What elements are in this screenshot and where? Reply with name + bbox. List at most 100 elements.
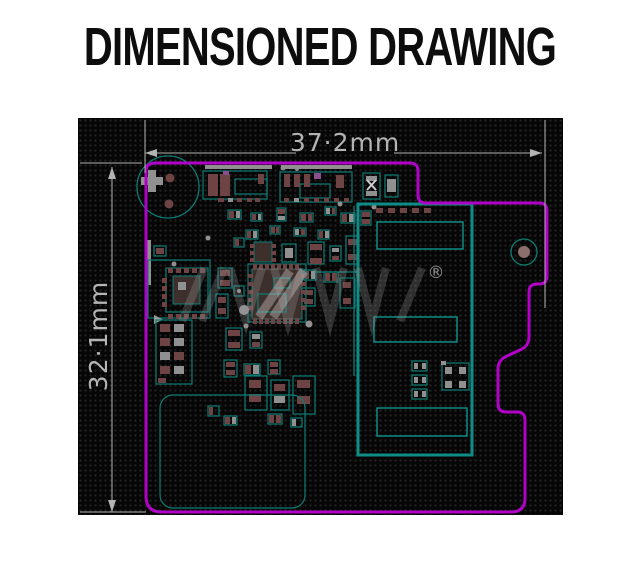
chip-body <box>253 241 273 263</box>
pad <box>272 251 276 255</box>
pad <box>160 338 170 346</box>
pad <box>422 377 426 383</box>
watermark-stroke <box>354 266 390 337</box>
pad <box>304 299 313 304</box>
pad <box>459 367 466 374</box>
component-outline <box>276 207 287 222</box>
pad <box>459 381 466 388</box>
pad <box>235 239 239 246</box>
dimension-annotations: 37·2mm 32·1mm <box>80 120 546 513</box>
pad <box>162 302 167 307</box>
component-outline <box>340 212 356 224</box>
pad <box>162 286 167 291</box>
via <box>280 165 286 171</box>
via <box>205 235 211 241</box>
pad-round <box>165 173 175 183</box>
pad <box>265 318 269 324</box>
pad <box>342 214 347 222</box>
pad <box>237 198 242 202</box>
pad <box>283 318 287 324</box>
watermark-stroke <box>226 266 266 335</box>
pad <box>304 290 313 295</box>
component-outline <box>233 237 245 248</box>
pad <box>445 367 452 374</box>
pad <box>226 370 235 375</box>
watermark-stroke <box>396 266 426 323</box>
pad <box>343 282 351 288</box>
pad <box>387 179 396 192</box>
component-outline <box>290 417 303 428</box>
pad <box>326 208 330 214</box>
pad <box>414 377 418 383</box>
pad <box>220 270 230 276</box>
component-outline <box>155 319 193 385</box>
pad <box>324 198 329 202</box>
pad <box>332 256 339 260</box>
pad <box>325 273 330 281</box>
pad <box>272 258 276 262</box>
component-outline <box>215 293 229 319</box>
pad <box>252 214 256 220</box>
pad <box>297 380 310 388</box>
pad <box>174 324 184 332</box>
pad <box>225 417 230 424</box>
pad <box>310 258 322 264</box>
x-marking <box>366 179 377 191</box>
pad <box>158 378 166 383</box>
pad <box>174 366 184 374</box>
pad <box>156 248 164 254</box>
component-outline <box>217 267 233 289</box>
pad <box>218 308 226 314</box>
pad <box>414 363 418 369</box>
pad <box>255 198 260 202</box>
watermark-stroke <box>178 266 208 323</box>
pad <box>283 264 287 270</box>
silkscreen-bar <box>147 240 151 285</box>
pad <box>400 208 407 213</box>
pad <box>304 174 310 187</box>
pad <box>362 219 370 224</box>
bottom-module-outline <box>159 394 306 509</box>
pad <box>422 391 426 397</box>
pad <box>289 264 293 270</box>
via <box>295 167 299 171</box>
pad <box>414 391 418 397</box>
component-outline <box>411 360 428 372</box>
pad <box>295 229 299 235</box>
pad <box>162 278 167 283</box>
pad <box>310 244 322 250</box>
pad <box>252 342 260 347</box>
mounting-hole-ring <box>510 238 538 266</box>
pad <box>228 198 233 202</box>
pad <box>276 227 279 233</box>
pad <box>308 214 312 221</box>
pad <box>228 342 240 348</box>
component-outline <box>234 178 268 195</box>
silkscreen-bar <box>281 165 352 169</box>
watermark-stroke <box>270 266 306 337</box>
component-outline <box>299 212 314 223</box>
pad <box>218 198 224 202</box>
pad <box>269 415 274 423</box>
pad <box>441 361 446 365</box>
pad <box>253 231 257 238</box>
pad <box>250 251 254 255</box>
height-arrow-top <box>108 167 116 179</box>
component-outline <box>329 245 342 262</box>
pad <box>174 338 184 346</box>
component-outline <box>244 375 268 411</box>
component-outline <box>293 227 307 237</box>
component-outline <box>269 225 281 235</box>
component-outline <box>441 362 470 391</box>
mounting-hole-pad <box>518 246 530 258</box>
pad <box>200 268 205 273</box>
pad <box>305 271 309 279</box>
component-outline <box>250 212 263 222</box>
pad <box>344 198 349 202</box>
pad <box>278 209 285 214</box>
mounting-hole <box>510 238 538 266</box>
pad <box>250 244 254 248</box>
pad <box>277 318 281 324</box>
pad <box>265 264 269 270</box>
pad-round <box>164 199 174 209</box>
